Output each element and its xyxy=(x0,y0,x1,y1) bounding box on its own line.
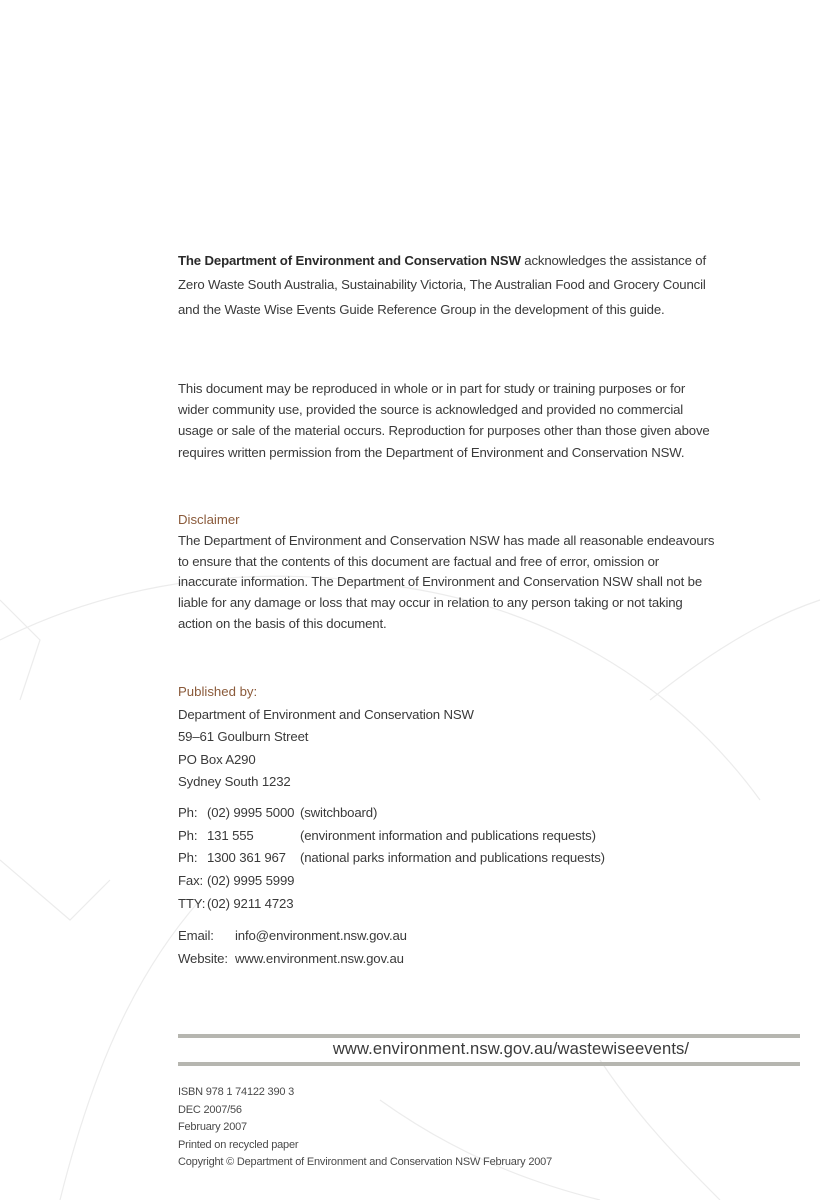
phone-label: Ph: xyxy=(178,850,198,866)
copyright-line: Copyright © Department of Environment an… xyxy=(178,1156,553,1168)
banner-rule-bottom xyxy=(178,1062,800,1066)
phone-number: 1300 361 967 xyxy=(207,850,286,866)
email-row: Email: info@environment.nsw.gov.au xyxy=(178,925,718,948)
imprint-footer: ISBN 978 1 74122 390 3 DEC 2007/56 Febru… xyxy=(178,1084,738,1172)
phone-note: (switchboard) xyxy=(300,805,378,820)
reproduction-section: This document may be reproduced in whole… xyxy=(178,378,718,463)
contact-section: Email: info@environment.nsw.gov.au Websi… xyxy=(178,925,718,970)
acknowledgement-paragraph: The Department of Environment and Conser… xyxy=(178,249,718,322)
published-heading: Published by: xyxy=(178,684,258,699)
disclaimer-section: Disclaimer The Department of Environment… xyxy=(178,510,718,635)
acknowledgement-text: acknowledges the assistance of Zero Wast… xyxy=(178,253,706,317)
recycled-paper-line: Printed on recycled paper xyxy=(178,1138,299,1151)
phone-note: (national parks information and publicat… xyxy=(300,850,605,866)
fax-label: Fax: xyxy=(178,873,204,889)
phone-label: Ph: xyxy=(178,827,198,843)
isbn-line: ISBN 978 1 74122 390 3 xyxy=(178,1086,295,1098)
website-link[interactable]: www.environment.nsw.gov.au xyxy=(235,950,404,966)
date-line: February 2007 xyxy=(178,1121,247,1133)
phone-row: TTY: (02) 9211 4723 xyxy=(178,893,718,916)
tty-number: (02) 9211 4723 xyxy=(207,895,294,911)
phone-number: (02) 9995 5000 xyxy=(207,805,295,820)
phone-row: Ph: 131 555 (environment information and… xyxy=(178,825,718,848)
website-label: Website: xyxy=(178,950,228,966)
publisher-section: Published by: Department of Environment … xyxy=(178,681,718,794)
email-link[interactable]: info@environment.nsw.gov.au xyxy=(235,928,407,943)
phone-note: (environment information and publication… xyxy=(300,827,596,843)
publisher-address-line: 59–61 Goulburn Street xyxy=(178,729,309,745)
reproduction-paragraph: This document may be reproduced in whole… xyxy=(178,381,710,460)
tty-label: TTY: xyxy=(178,895,206,911)
dec-number-line: DEC 2007/56 xyxy=(178,1103,242,1116)
banner-rule-top xyxy=(178,1034,800,1038)
disclaimer-heading: Disclaimer xyxy=(178,512,240,527)
phone-number: 131 555 xyxy=(207,827,254,843)
phone-label: Ph: xyxy=(178,805,198,820)
phone-list: Ph: (02) 9995 5000 (switchboard) Ph: 131… xyxy=(178,802,718,916)
fax-number: (02) 9995 5999 xyxy=(207,873,295,889)
publisher-address-line: Department of Environment and Conservati… xyxy=(178,706,474,722)
email-label: Email: xyxy=(178,928,214,943)
phone-row: Ph: (02) 9995 5000 (switchboard) xyxy=(178,802,718,825)
disclaimer-paragraph: The Department of Environment and Conser… xyxy=(178,532,715,631)
phone-row: Ph: 1300 361 967 (national parks informa… xyxy=(178,847,718,870)
banner-url-link[interactable]: www.environment.nsw.gov.au/wastewiseeven… xyxy=(332,1039,690,1058)
acknowledgement-section: The Department of Environment and Conser… xyxy=(178,249,718,322)
acknowledgement-org: The Department of Environment and Conser… xyxy=(178,253,521,268)
website-row: Website: www.environment.nsw.gov.au xyxy=(178,948,718,971)
publisher-address-line: Sydney South 1232 xyxy=(178,774,291,790)
phone-row: Fax: (02) 9995 5999 xyxy=(178,870,718,893)
publisher-address-line: PO Box A290 xyxy=(178,751,256,767)
url-banner: www.environment.nsw.gov.au/wastewiseeven… xyxy=(178,1034,800,1066)
